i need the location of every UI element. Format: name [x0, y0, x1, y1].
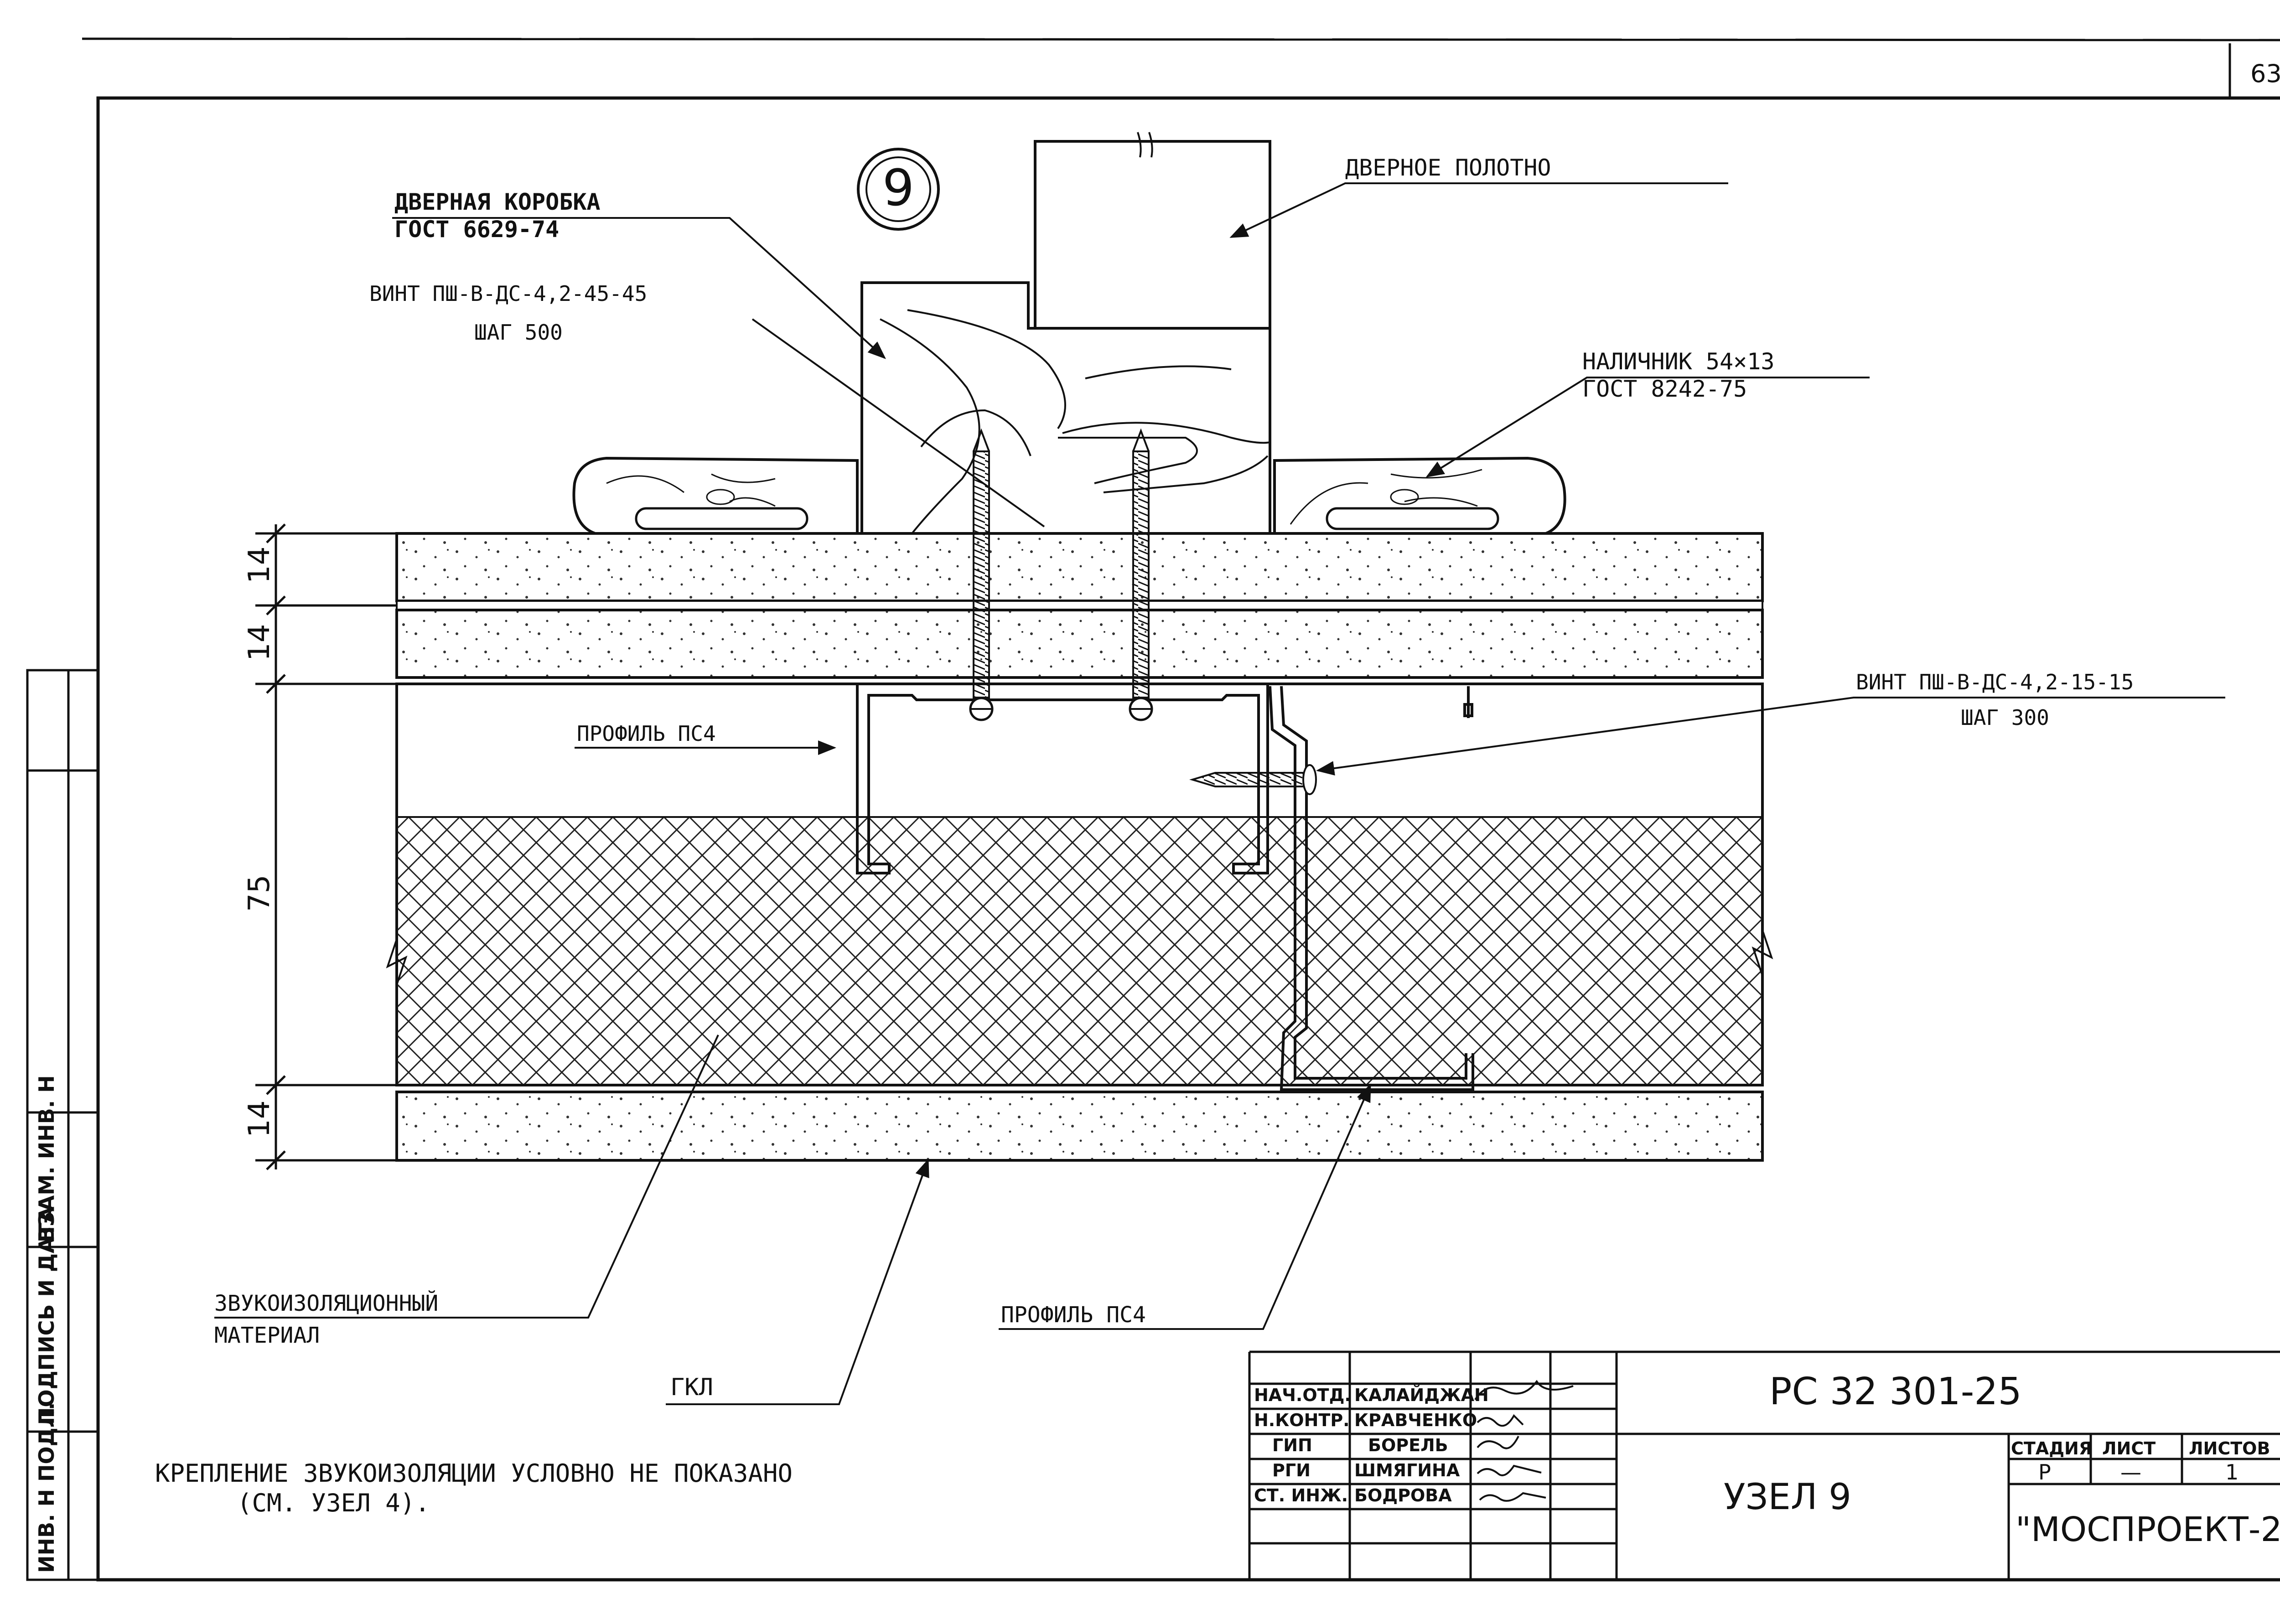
- tb-role-3: РГИ: [1272, 1460, 1311, 1480]
- tb-name-1: КРАВЧЕНКО: [1354, 1410, 1477, 1430]
- tb-col-stage: СТАДИЯ: [2011, 1438, 2092, 1458]
- profile-ps4-upper: [856, 684, 1473, 874]
- tb-sheet-title: УЗЕЛ 9: [1724, 1477, 1851, 1518]
- dimension-chain: [255, 523, 397, 1170]
- sheet-frame: [82, 37, 2280, 1582]
- node-number-marker: [857, 148, 940, 231]
- screw-top-1: [969, 428, 994, 721]
- label-door-leaf: ДВЕРНОЕ ПОЛОТНО: [1345, 155, 1551, 181]
- tb-col-sheet: ЛИСТ: [2102, 1438, 2156, 1458]
- tb-role-1: Н.КОНТР.: [1254, 1410, 1350, 1430]
- tb-doc-code: РС 32 301-25: [1769, 1370, 2022, 1413]
- label-casing-std: ГОСТ 8242-75: [1582, 376, 1747, 402]
- screw-side: [1189, 764, 1317, 795]
- gkl-board-1: [395, 532, 1764, 602]
- dim-14-bottom: 14: [243, 1101, 276, 1138]
- label-sound-material-1: ЗВУКОИЗОЛЯЦИОННЫЙ: [214, 1290, 438, 1316]
- label-profile-lower: ПРОФИЛЬ ПС4: [1001, 1302, 1146, 1328]
- sheet-number: 63: [2250, 59, 2280, 88]
- dim-14-second: 14: [243, 624, 276, 661]
- note-line-2: (СМ. УЗЕЛ 4).: [237, 1489, 430, 1517]
- label-screw-side: ВИНТ ПШ-В-ДС-4,2-15-15: [1856, 670, 2134, 694]
- note-line-1: КРЕПЛЕНИЕ ЗВУКОИЗОЛЯЦИИ УСЛОВНО НЕ ПОКАЗ…: [155, 1459, 793, 1488]
- tb-role-4: СТ. ИНЖ.: [1254, 1485, 1348, 1505]
- label-gkl: ГКЛ: [670, 1374, 713, 1401]
- label-screw-top-pitch: ШАГ 500: [474, 320, 563, 345]
- casing-right: [1273, 456, 1566, 535]
- gkl-board-2: [395, 609, 1764, 679]
- door-leaf-break: [1137, 132, 1153, 158]
- label-door-frame-std: ГОСТ 6629-74: [394, 216, 559, 243]
- casing-left: [572, 456, 859, 535]
- strip-inv-replace: ВЗАМ. ИНВ. Н: [34, 1075, 59, 1242]
- gkl-board-3: [395, 1091, 1764, 1162]
- label-casing: НАЛИЧНИК 54×13: [1582, 348, 1774, 375]
- break-mark-right: [1751, 930, 1773, 976]
- tb-org: "МОСПРОЕКТ-2": [2016, 1510, 2280, 1549]
- profile-ps4-lower: [1269, 686, 1474, 1091]
- sound-insulation: [396, 816, 1763, 1086]
- tb-name-2: БОРЕЛЬ: [1368, 1435, 1448, 1455]
- label-screw-side-pitch: ШАГ 300: [1961, 705, 2049, 730]
- strip-sign-date: ПОДПИСЬ И ДАТА: [34, 1206, 59, 1425]
- tb-name-0: КАЛАЙДЖАН: [1354, 1385, 1489, 1405]
- label-door-frame: ДВЕРНАЯ КОРОБКА: [394, 189, 601, 215]
- label-sound-material-2: МАТЕРИАЛ: [214, 1323, 320, 1348]
- label-profile-upper: ПРОФИЛЬ ПС4: [577, 721, 716, 746]
- signatures: [1474, 1380, 1574, 1502]
- title-block: [1248, 1350, 2280, 1580]
- tb-col-sheets: ЛИСТОВ: [2189, 1438, 2270, 1458]
- tb-name-4: БОДРОВА: [1354, 1485, 1452, 1505]
- tb-sheets: 1: [2225, 1460, 2239, 1484]
- strip-inv-original: ИНВ. Н ПОДЛ.: [34, 1402, 59, 1573]
- door-frame: [860, 281, 1271, 535]
- dim-14-top: 14: [243, 547, 276, 584]
- leader-lines: [214, 182, 2225, 1405]
- tb-role-0: НАЧ.ОТД.: [1254, 1385, 1351, 1405]
- left-filing-strip: [26, 669, 99, 1581]
- tb-sheet: —: [2120, 1460, 2141, 1484]
- tb-name-3: ШМЯГИНА: [1354, 1460, 1460, 1480]
- dim-75: 75: [243, 875, 276, 912]
- node-number: 9: [882, 159, 914, 217]
- break-mark-left: [386, 939, 408, 985]
- tb-role-2: ГИП: [1272, 1435, 1312, 1455]
- label-screw-top: ВИНТ ПШ-В-ДС-4,2-45-45: [369, 281, 647, 306]
- tb-stage: Р: [2038, 1460, 2051, 1484]
- screw-top-2: [1129, 428, 1153, 721]
